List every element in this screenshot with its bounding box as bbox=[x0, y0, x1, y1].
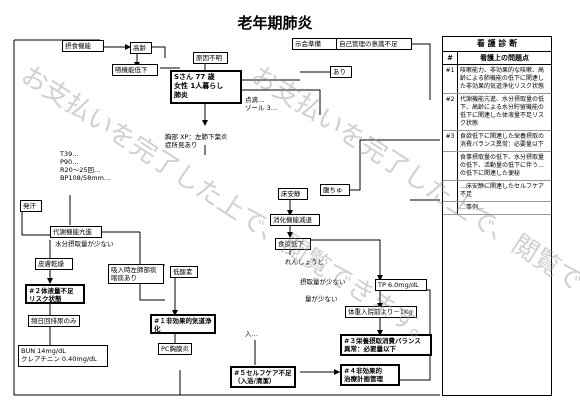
connector-line bbox=[139, 232, 165, 266]
node-digestion-decline: 消化機能減退 bbox=[270, 214, 320, 226]
node-sleep: れんしょうど bbox=[285, 258, 324, 266]
arrowhead bbox=[377, 330, 383, 336]
node-hypoxia: 低酸素 bbox=[170, 266, 198, 278]
arrowhead bbox=[287, 232, 293, 238]
node-unknown-cause: 原因不明 bbox=[193, 52, 228, 64]
node-pleuritis: PC胸膜炎 bbox=[158, 343, 192, 355]
row-number bbox=[443, 181, 458, 201]
connector-line bbox=[330, 139, 440, 191]
node-patient: Sさん 77 歳 女性 1人暮らし 肺炎 bbox=[170, 70, 242, 104]
row-text: 代謝機能亢進、水分摂取量の低下、高齢による水分貯留機能の低下に関連した体液量不足… bbox=[460, 96, 545, 127]
row-number: #1 bbox=[443, 65, 458, 93]
row-number bbox=[443, 202, 458, 214]
node-amount-low: 量が少ない bbox=[305, 295, 338, 303]
row-text: …床安静に関連したセルフケア不足 bbox=[460, 183, 545, 198]
node-intake-low: 摂取量が少ない bbox=[300, 278, 346, 286]
node-low-fluid: 水分摂取量が少ない bbox=[55, 240, 114, 248]
arrowhead bbox=[377, 275, 383, 281]
connector-line bbox=[13, 40, 440, 396]
table-row: …事例… bbox=[443, 202, 551, 215]
table-header: 看 護 診 断 bbox=[443, 37, 551, 52]
table-row: 食事摂取量の低下、水分摂取量の低下、活動量の低下に伴う…の低下に関連した便秘 bbox=[443, 152, 551, 181]
node-drip: 点滴… bbox=[245, 96, 265, 104]
node-swallow-function: 摂食機能 bbox=[62, 40, 104, 52]
row-number: #3 bbox=[443, 131, 458, 151]
node-tp: TP 6.0mg/dL bbox=[375, 279, 427, 291]
connector-line bbox=[21, 210, 50, 236]
arrowhead bbox=[125, 44, 131, 50]
node-bed-rest: 床安静 bbox=[278, 188, 308, 200]
arrowhead bbox=[202, 120, 208, 126]
node-dx5-selfcare: #５セルフケア不足 （入浴/清潔） bbox=[230, 366, 296, 388]
node-sweating: 発汗 bbox=[20, 200, 42, 212]
node-swallow-decline: 嚥機能低下 bbox=[112, 64, 158, 76]
row-text: 食事摂取量の低下、水分摂取量の低下、活動量の低下に伴う…の低下に関連した便秘 bbox=[460, 154, 545, 177]
connector-line bbox=[400, 43, 431, 100]
arrowhead bbox=[47, 278, 53, 284]
node-dx4-treatment: #４非効果的 治療計画管理 bbox=[340, 364, 400, 386]
row-text: …事例… bbox=[460, 204, 485, 211]
row-text: 咳嗽能力、非効果的な咳嗽、高齢による肺機能の低下に関連した非効果的気道浄化リスク… bbox=[460, 67, 545, 90]
node-dry-skin: 皮膚乾燥 bbox=[35, 258, 73, 270]
node-elderly: 高齢 bbox=[130, 42, 152, 54]
node-weight-loss: 体重入院前より－1Kg bbox=[345, 306, 417, 318]
table-column-headers: # 看護上の問題点 bbox=[443, 52, 551, 65]
connector-line bbox=[150, 46, 166, 58]
connector-line bbox=[240, 89, 321, 115]
node-metabolism-up: 代謝機能亢進 bbox=[50, 226, 102, 238]
arrowhead bbox=[287, 210, 293, 216]
column-issue: 看護上の問題点 bbox=[480, 54, 529, 62]
row-number: #2 bbox=[443, 94, 458, 130]
node-dx1-airway: #１非効果的気道浄化 リスク状態 bbox=[150, 314, 216, 334]
node-vitals: T39… P90… R20～25回… BP108/58mm… bbox=[60, 150, 111, 182]
row-text: 食欲低下に関連した栄養摂取の消費バランス異常：必要量以下 bbox=[460, 133, 545, 148]
connector-line bbox=[310, 239, 381, 275]
node-inhalation: 吸入時左肺部痰 喀痰あり bbox=[108, 264, 164, 284]
node-chest-xp: 胸部 XP：左肺下葉炎 症所見あり bbox=[165, 133, 228, 149]
node-dx3-nutrition: #３栄養摂取消費バランス 異常：必要量以下 bbox=[340, 334, 432, 356]
node-abdominal: 腹ちゅう bbox=[320, 184, 350, 196]
node-ari: あり bbox=[330, 66, 352, 78]
node-treatment: ゾール 3… bbox=[245, 104, 278, 112]
node-dx2-fluid-deficit: #２体液量不足 リスク状態 bbox=[25, 284, 85, 304]
row-number bbox=[443, 152, 458, 180]
node-lab2: 入… bbox=[245, 330, 258, 338]
node-appetite-loss: 食欲低下 bbox=[275, 238, 311, 250]
arrowhead bbox=[172, 310, 178, 316]
node-lab-values: BUN 14mg/dL クレアチニン 0.40mg/dL bbox=[18, 345, 108, 367]
node-urination: 頻日回排尿のみ bbox=[28, 315, 80, 327]
column-number: # bbox=[443, 52, 458, 64]
node-self-management: 自己管理の意識不足 bbox=[336, 38, 412, 50]
page-title: 老年期肺炎 bbox=[237, 14, 313, 32]
arrowhead bbox=[334, 369, 340, 375]
table-row: …床安静に関連したセルフケア不足 bbox=[443, 181, 551, 202]
